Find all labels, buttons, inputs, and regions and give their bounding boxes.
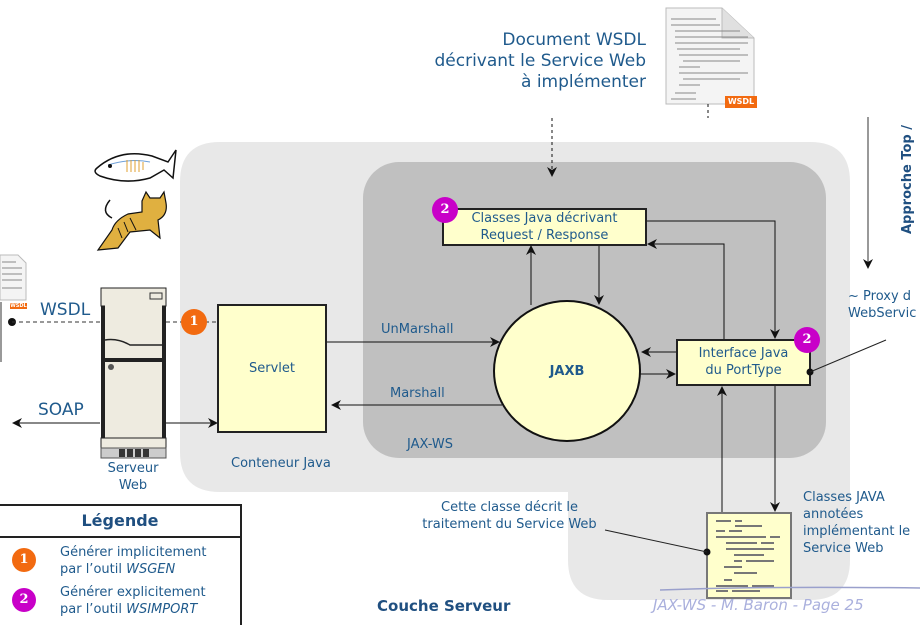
legend-item-line-1: Générer implicitement — [60, 545, 207, 560]
interface-java-label: Interface Java du PortType — [677, 345, 810, 379]
impl-note-line-1: Cette classe décrit le — [441, 500, 578, 515]
wsdl-document-icon-left — [0, 254, 27, 362]
impl-label-line-4: Service Web — [803, 541, 884, 556]
glassfish-fish-icon — [94, 149, 177, 182]
proxy-line-1: ~ Proxy d — [848, 289, 912, 304]
legend-item-tool: WSIMPORT — [126, 602, 198, 617]
server-label: Serveur Web — [106, 460, 160, 494]
classes-java-line-1: Classes Java décrivant — [471, 211, 618, 226]
legend: Légende 1 Générer implicitement par l’ou… — [0, 504, 242, 625]
badge-wsimport-interface: 2 — [794, 327, 820, 353]
impl-label-line-2: annotées — [803, 507, 864, 522]
jaxb-circle[interactable] — [493, 300, 641, 442]
orange-badge-icon: 1 — [12, 548, 36, 572]
note-line-1: Document WSDL — [502, 30, 646, 50]
tomcat-cat-icon — [96, 190, 167, 251]
impl-label: Classes JAVA annotées implémentant le Se… — [803, 489, 910, 557]
proxy-line-2: WebServic — [848, 306, 917, 321]
servlet-label: Servlet — [249, 361, 295, 376]
unmarshall-label: UnMarshall — [381, 322, 454, 337]
jaxb-label: JAXB — [549, 364, 585, 379]
wsdl-document-note: Document WSDL décrivant le Service Web à… — [380, 30, 646, 93]
badge-wsgen: 1 — [181, 309, 207, 335]
note-line-2: décrivant le Service Web — [434, 51, 646, 71]
legend-item-prefix: par l’outil — [60, 602, 127, 617]
legend-item-wsgen: 1 Générer implicitement par l’outil WSGE… — [0, 542, 240, 582]
impl-note-line-2: traitement du Service Web — [422, 517, 597, 532]
proxy-label: ~ Proxy d WebServic — [848, 288, 916, 322]
web-server-tower-icon — [100, 287, 167, 459]
server-label-line-1: Serveur — [107, 461, 159, 476]
server-label-line-2: Web — [118, 478, 148, 493]
impl-note: Cette classe décrit le traitement du Ser… — [413, 499, 606, 533]
wsdl-tag-left: WSDL — [10, 303, 27, 309]
java-source-file-icon[interactable] — [706, 512, 792, 599]
interface-line-1: Interface Java — [698, 346, 789, 361]
legend-item-line-1: Générer explicitement — [60, 585, 206, 600]
servlet-box[interactable] — [217, 304, 327, 433]
conteneur-java-label: Conteneur Java — [231, 456, 331, 471]
legend-item-line-2: par l’outil WSGEN — [60, 561, 206, 578]
legend-item-line-2: par l’outil WSIMPORT — [60, 601, 206, 618]
legend-item-prefix: par l’outil — [60, 562, 127, 577]
approach-label: Approche Top / — [900, 125, 915, 234]
footer-title: Couche Serveur — [377, 597, 511, 615]
badge-wsimport-classes: 2 — [432, 197, 458, 223]
impl-label-line-1: Classes JAVA — [803, 490, 885, 505]
interface-line-2: du PortType — [705, 363, 782, 378]
note-line-3: à implémenter — [521, 72, 646, 92]
legend-item-wsimport: 2 Générer explicitement par l’outil WSIM… — [0, 582, 240, 622]
classes-java-line-2: Request / Response — [480, 228, 609, 243]
wsdl-document-icon-top — [665, 7, 755, 105]
legend-item-text: Générer implicitement par l’outil WSGEN — [60, 544, 206, 578]
interface-java-box[interactable] — [676, 339, 811, 386]
wsdl-label: WSDL — [40, 300, 91, 320]
footer-divider — [659, 586, 920, 591]
classes-java-box[interactable] — [442, 208, 647, 246]
jax-ws-label: JAX-WS — [407, 437, 454, 452]
purple-badge-icon: 2 — [12, 588, 36, 612]
legend-title: Légende — [0, 506, 240, 538]
legend-item-text: Générer explicitement par l’outil WSIMPO… — [60, 584, 206, 618]
wsdl-tag-top: WSDL — [725, 96, 757, 108]
classes-java-label: Classes Java décrivant Request / Respons… — [443, 210, 646, 244]
legend-item-tool: WSGEN — [126, 562, 176, 577]
marshall-label: Marshall — [390, 386, 445, 401]
impl-label-line-3: implémentant le — [803, 524, 911, 539]
footer-page: JAX-WS - M. Baron - Page 25 — [653, 596, 864, 614]
soap-label: SOAP — [38, 400, 84, 420]
